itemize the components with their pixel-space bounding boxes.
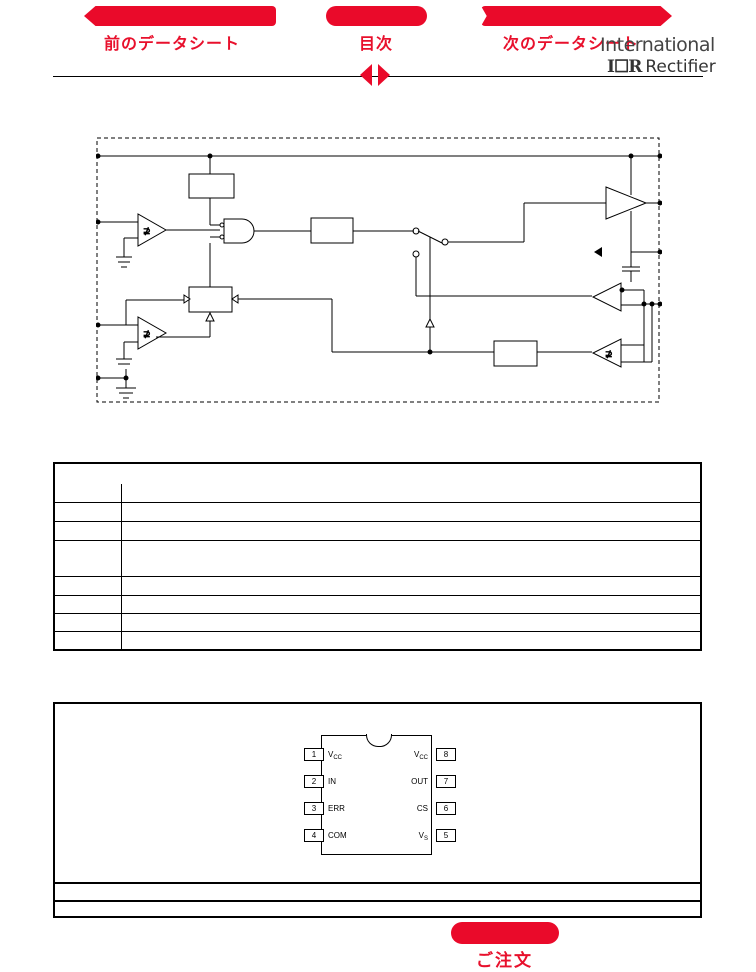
pin-4-label: COM	[328, 831, 347, 840]
brand-rectifier: Rectifier	[645, 57, 716, 77]
pin-7-box: 7	[436, 775, 456, 788]
table-row	[55, 576, 700, 577]
pin-6-label: CS	[416, 804, 428, 813]
input-buffer	[137, 213, 168, 247]
latch-block	[188, 286, 233, 313]
table-row	[55, 540, 700, 541]
pin-8-box: 8	[436, 748, 456, 761]
driver-block	[310, 217, 354, 244]
filter-block	[493, 340, 538, 367]
pin-1-label: VCC	[328, 750, 343, 761]
next-datasheet-label[interactable]: 次のデータシート	[503, 34, 640, 53]
order-label[interactable]: ご注文	[476, 951, 533, 971]
and-gate	[223, 218, 255, 244]
sense-buffer	[591, 338, 622, 368]
brand-line-1: International	[600, 34, 715, 56]
svg-text:⊉: ⊉	[143, 227, 151, 237]
bias-block	[188, 173, 235, 199]
package-table-row	[55, 900, 700, 902]
pin-2-box: 2	[304, 775, 324, 788]
table-row	[55, 595, 700, 596]
err-arrow-icon	[594, 247, 602, 257]
table-column-divider	[121, 484, 122, 649]
table-row	[55, 502, 700, 503]
table-row	[55, 631, 700, 632]
next-page-arrow-icon[interactable]	[378, 64, 390, 86]
comparator	[591, 282, 622, 312]
package-table-row	[55, 882, 700, 884]
block-diagram: ⊉ ⊉ ⊉	[96, 137, 662, 403]
next-datasheet-button[interactable]	[481, 6, 672, 26]
toc-button[interactable]	[326, 6, 427, 26]
dip8-package	[321, 735, 432, 855]
prev-datasheet-button[interactable]	[84, 6, 276, 26]
pin-1-box: 1	[304, 748, 324, 761]
pin-3-label: ERR	[328, 804, 345, 813]
pin-8-label: VCC	[413, 750, 428, 761]
svg-text:⊉: ⊉	[605, 350, 613, 360]
prev-page-arrow-icon[interactable]	[360, 64, 372, 86]
error-buffer	[137, 316, 168, 350]
prev-datasheet-label[interactable]: 前のデータシート	[104, 34, 241, 53]
pin-2-label: IN	[328, 777, 336, 786]
pin-description-table	[53, 462, 702, 651]
ir-logo: I☐R	[607, 57, 642, 77]
pin-5-box: 5	[436, 829, 456, 842]
toc-label[interactable]: 目次	[359, 34, 394, 53]
pin-4-box: 4	[304, 829, 324, 842]
table-row	[55, 613, 700, 614]
table-row	[55, 521, 700, 522]
pin-6-box: 6	[436, 802, 456, 815]
order-button[interactable]	[451, 922, 559, 944]
svg-text:⊉: ⊉	[143, 330, 151, 340]
pin-5-label: VS	[418, 831, 428, 842]
pin-3-box: 3	[304, 802, 324, 815]
diagram-border	[96, 137, 660, 403]
pin-7-label: OUT	[411, 777, 428, 786]
output-buffer	[605, 186, 648, 220]
page-nav-arrows	[360, 64, 390, 86]
package-diagram-box	[53, 702, 702, 918]
